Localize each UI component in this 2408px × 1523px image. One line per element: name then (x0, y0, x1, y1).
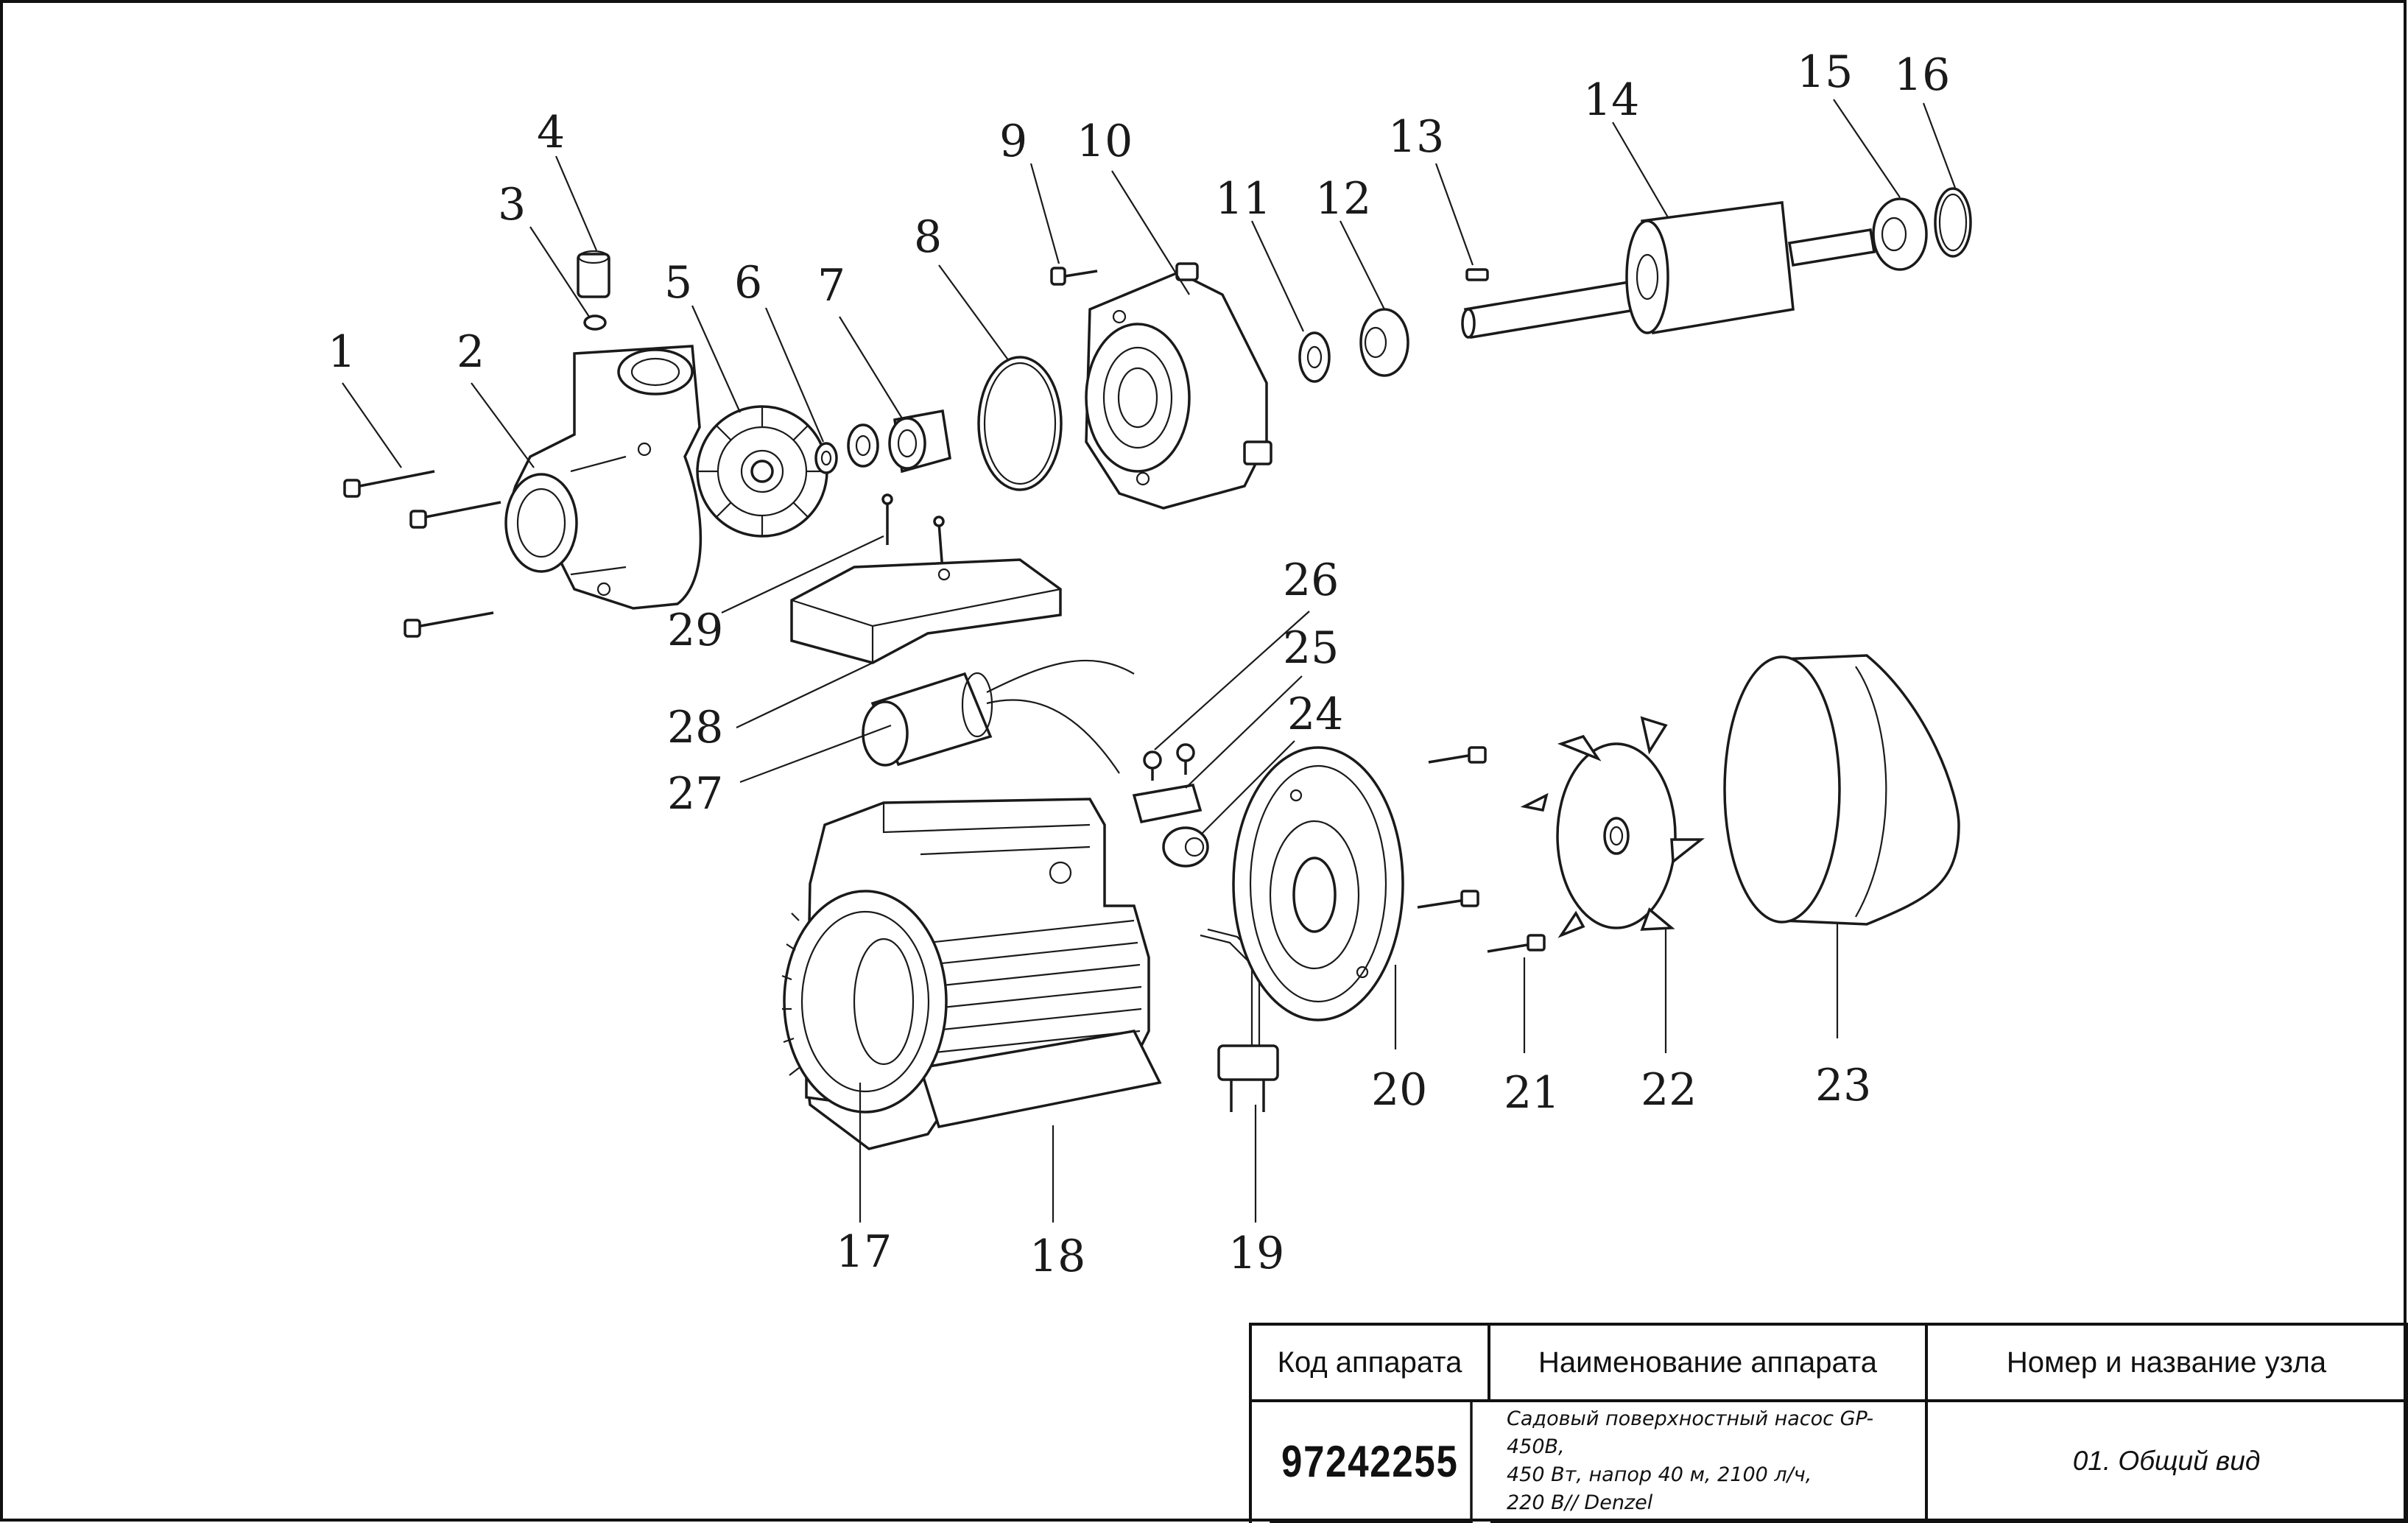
callout-20: 20 (1371, 1064, 1427, 1116)
callout-15: 15 (1797, 46, 1853, 98)
callout-7: 7 (817, 260, 845, 312)
part-10-bracket (1085, 262, 1272, 510)
part-23-fan-cover (1723, 654, 1960, 926)
part-12-bearing (1359, 308, 1409, 377)
callout-5: 5 (664, 257, 692, 309)
part-28-terminal-cover (790, 558, 1062, 664)
part-5-impeller (696, 405, 828, 538)
callout-17: 17 (836, 1226, 892, 1278)
part-1-bolt (343, 470, 501, 638)
callout-29: 29 (667, 605, 723, 656)
part-16-circlip (1934, 187, 1972, 258)
callout-4: 4 (537, 107, 565, 158)
part-25-cable-clamp (1132, 784, 1203, 824)
part-4-plug (577, 250, 610, 298)
part-22-cooling-fan (1520, 716, 1705, 938)
part-27-capacitor (862, 659, 1135, 774)
device-code: 97242255 (1270, 1402, 1473, 1523)
callout-8: 8 (914, 211, 942, 263)
code-header: Код аппарата (1252, 1326, 1490, 1402)
part-29-screws (881, 493, 945, 571)
name-header: Наименование аппарата (1490, 1326, 1928, 1402)
callout-2: 2 (457, 326, 485, 378)
part-17-end-shield (781, 890, 948, 1114)
callout-9: 9 (999, 116, 1027, 167)
callout-22: 22 (1641, 1064, 1697, 1116)
callout-13: 13 (1388, 111, 1444, 163)
callout-6: 6 (734, 257, 762, 309)
callout-1: 1 (328, 326, 356, 378)
part-14-rotor-shaft (1461, 201, 1876, 340)
callout-numbers: 1 2 3 4 5 6 7 8 9 10 11 12 13 14 15 16 1… (328, 46, 1950, 1282)
callout-leaders (342, 99, 1957, 1223)
part-21-screws (1417, 746, 1546, 953)
callout-14: 14 (1583, 74, 1639, 126)
callout-21: 21 (1504, 1067, 1560, 1119)
callout-18: 18 (1029, 1231, 1085, 1282)
callout-16: 16 (1894, 49, 1950, 101)
part-15-bearing (1872, 197, 1928, 271)
part-8-o-ring (977, 356, 1063, 491)
callout-28: 28 (667, 702, 723, 753)
device-name: Садовый поверхностный насос GP-450B, 450… (1490, 1402, 1928, 1523)
callout-25: 25 (1283, 622, 1339, 674)
callout-27: 27 (667, 768, 723, 820)
callout-19: 19 (1228, 1228, 1284, 1279)
part-6-washer (814, 442, 838, 474)
part-13-key (1465, 268, 1489, 281)
part-2-pump-housing (504, 345, 703, 610)
callout-10: 10 (1077, 116, 1133, 167)
callout-26: 26 (1283, 555, 1339, 606)
callout-24: 24 (1287, 689, 1343, 740)
unit-header: Номер и название узла (1928, 1326, 2408, 1402)
part-24-grommet (1162, 826, 1209, 868)
part-7-seal (847, 409, 951, 474)
callout-3: 3 (498, 179, 526, 231)
part-9-screw (1050, 267, 1098, 286)
callout-11: 11 (1215, 173, 1271, 225)
callout-23: 23 (1815, 1060, 1871, 1111)
callout-12: 12 (1315, 173, 1371, 225)
title-block: Код аппарата Наименование аппарата Номер… (1249, 1323, 2408, 1523)
part-26-screw (1143, 743, 1195, 781)
part-11-washer (1298, 331, 1331, 383)
part-3-washer (583, 314, 607, 331)
unit-name: 01. Общий вид (1928, 1402, 2408, 1523)
part-20-rear-shield (1232, 746, 1404, 1021)
